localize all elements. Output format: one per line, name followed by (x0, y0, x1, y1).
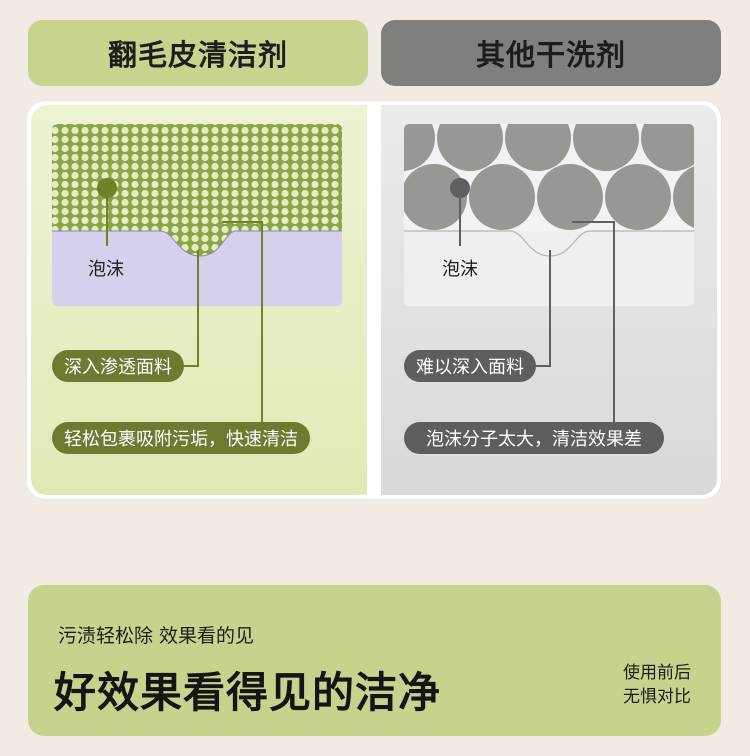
tab-suede-cleaner[interactable]: 翻毛皮清洁剂 (28, 20, 368, 86)
bottom-banner: 污渍轻松除 效果看的见 好效果看得见的洁净 使用前后 无惧对比 (28, 585, 721, 736)
right-callout-hard-penetrate: 难以深入面料 (404, 350, 536, 382)
banner-subtitle: 污渍轻松除 效果看的见 (58, 625, 255, 647)
right-callout-poor-clean: 泡沫分子太大，清洁效果差 (404, 422, 664, 454)
right-foam-label: 泡沫 (442, 259, 478, 280)
banner-note: 使用前后 无惧对比 (623, 661, 691, 709)
tab-other-dry-cleaner[interactable]: 其他干洗剂 (381, 20, 721, 86)
left-foam-marker (97, 178, 117, 198)
right-foam-illustration (404, 124, 694, 306)
banner-note-line1: 使用前后 (623, 663, 691, 683)
left-callout-wrap-dirt: 轻松包裹吸附污垢，快速清洁 (52, 422, 310, 454)
banner-headline: 好效果看得见的洁净 (54, 668, 442, 717)
right-large-foam (404, 124, 694, 230)
right-foam-marker (450, 178, 470, 198)
left-callout-penetrate: 深入渗透面料 (52, 350, 184, 382)
left-foam-label: 泡沫 (88, 259, 124, 280)
banner-note-line2: 无惧对比 (623, 687, 691, 707)
left-fine-foam (52, 124, 342, 256)
